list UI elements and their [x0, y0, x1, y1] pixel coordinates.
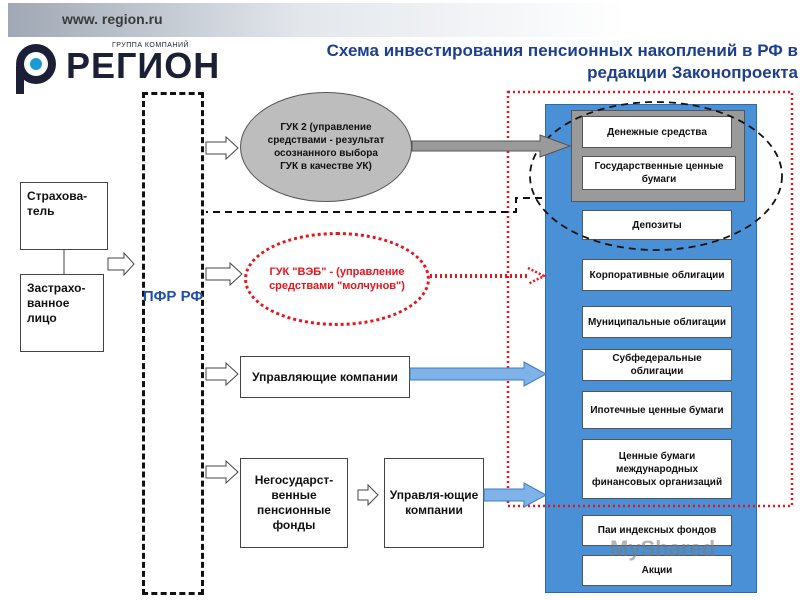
management-companies-label: Управляющие компании — [252, 369, 398, 384]
guk2-label: ГУК 2 (управление средствами - результат… — [267, 122, 385, 172]
instrument-mortgage-securities: Ипотечные ценные бумаги — [582, 391, 732, 429]
arrow-npf-to-uk — [357, 483, 379, 507]
dashed-link-to-pfr — [206, 197, 542, 213]
instrument-stocks: Акции — [582, 555, 732, 586]
instrument-international-securities: Ценные бумаги международных финансовых о… — [582, 439, 732, 499]
guk-veb-label: ГУК "ВЭБ" - (управление средствами "молч… — [269, 266, 405, 292]
arrow-npf-uk-to-instruments — [483, 482, 548, 508]
instrument-municipal-bonds: Муниципальные облигации — [582, 306, 732, 338]
arrow-pfr-to-uk — [205, 361, 239, 387]
guk-veb-ellipse: ГУК "ВЭБ" - (управление средствами "молч… — [244, 232, 430, 326]
instrument-government-securities: Государственные ценные бумаги — [582, 156, 736, 190]
logo-group-text: ГРУППА КОМПАНИЙ — [112, 42, 190, 49]
arrow-to-pfr — [107, 251, 135, 277]
logo-word: РЕГИОН — [66, 45, 221, 86]
guk2-ellipse: ГУК 2 (управление средствами - результат… — [240, 92, 412, 202]
instrument-index-fund-shares: Паи индексных фондов — [582, 515, 732, 546]
watermark: MyShared — [610, 536, 716, 561]
header-band — [8, 3, 658, 37]
page-title: Схема инвестирования пенсионных накоплен… — [326, 41, 798, 82]
insured-person-label: Застрахо-ванное лицо — [27, 281, 86, 325]
pfr-label: ПФР РФ — [142, 288, 204, 305]
instrument-corporate-bonds: Корпоративные облигации — [582, 259, 732, 291]
npf-management-companies-label: Управля-ющие компании — [389, 488, 479, 517]
arrow-pfr-to-npf — [205, 459, 239, 485]
npf-box: Негосударст-венные пенсионные фонды — [240, 458, 348, 548]
pfr-frame — [142, 92, 204, 595]
insurer-label: Страхова-тель — [27, 189, 88, 218]
instrument-subfederal-bonds: Субфедеральные облигации — [582, 349, 732, 381]
site-url[interactable]: www. region.ru — [62, 11, 163, 27]
logo-mark-icon — [16, 44, 56, 94]
arrow-pfr-to-guk2 — [205, 135, 239, 161]
npf-management-companies-box: Управля-ющие компании — [384, 458, 484, 548]
arrow-uk-to-instruments — [409, 361, 548, 387]
management-companies-box: Управляющие компании — [240, 356, 410, 398]
insurer-box: Страхова-тель — [20, 182, 108, 250]
arrow-pfr-to-gukveb — [205, 261, 243, 287]
npf-label: Негосударст-венные пенсионные фонды — [254, 473, 334, 532]
insured-person-box: Застрахо-ванное лицо — [20, 274, 104, 352]
arrow-gukveb-head — [527, 266, 547, 286]
instrument-cash: Денежные средства — [582, 116, 732, 148]
instrument-deposits: Депозиты — [582, 210, 732, 240]
